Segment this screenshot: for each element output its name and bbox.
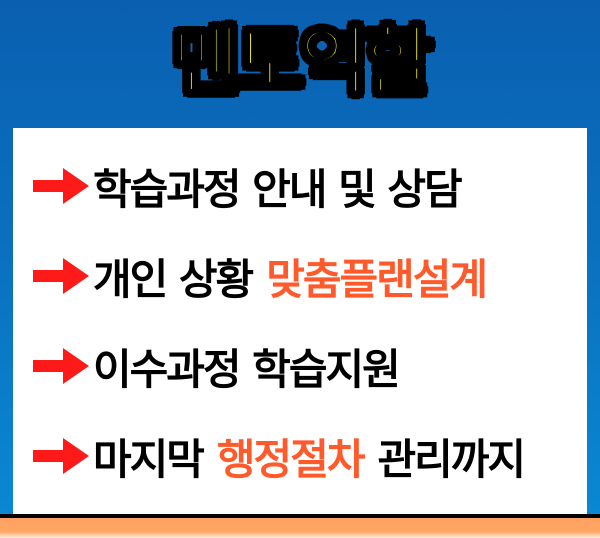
divider: [0, 514, 600, 518]
bottom-band: [0, 518, 600, 538]
list-item: 학습과정 안내 및 상담: [33, 156, 463, 216]
arrow-right-icon: [33, 348, 89, 384]
item-suffix: 관리까지: [377, 434, 526, 484]
arrow-right-icon: [33, 168, 89, 204]
item-highlight: 맞춤플랜설계: [266, 254, 488, 304]
item-highlight: 행정절차: [216, 434, 366, 484]
page-title: 멘토역할: [170, 18, 433, 107]
list-item: 개인 상황 맞춤플랜설계: [33, 246, 488, 306]
item-text: 학습과정 안내 및 상담: [93, 164, 463, 214]
list-item: 마지막 행정절차 관리까지: [33, 426, 526, 486]
arrow-right-icon: [33, 438, 89, 474]
arrow-right-icon: [33, 258, 89, 294]
mentor-role-card: 학습과정 안내 및 상담 개인 상황 맞춤플랜설계 이수과정 학습지원 마지막 …: [13, 128, 587, 514]
item-text: 개인 상황: [93, 254, 254, 304]
item-text: 마지막: [93, 434, 205, 484]
list-item: 이수과정 학습지원: [33, 336, 401, 396]
item-text: 이수과정 학습지원: [93, 344, 401, 394]
